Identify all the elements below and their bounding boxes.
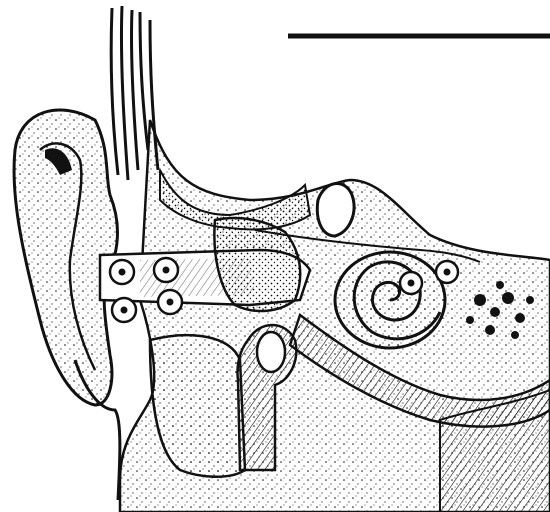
vessel-lumen [257, 332, 285, 372]
semicircular-canal [317, 184, 354, 236]
marker-1 [110, 260, 134, 284]
marker-2 [154, 258, 178, 282]
marker-4 [158, 290, 182, 314]
marker-5 [400, 272, 422, 294]
marker-6 [436, 261, 458, 283]
marker-3 [112, 298, 136, 322]
cochlea [335, 252, 445, 348]
